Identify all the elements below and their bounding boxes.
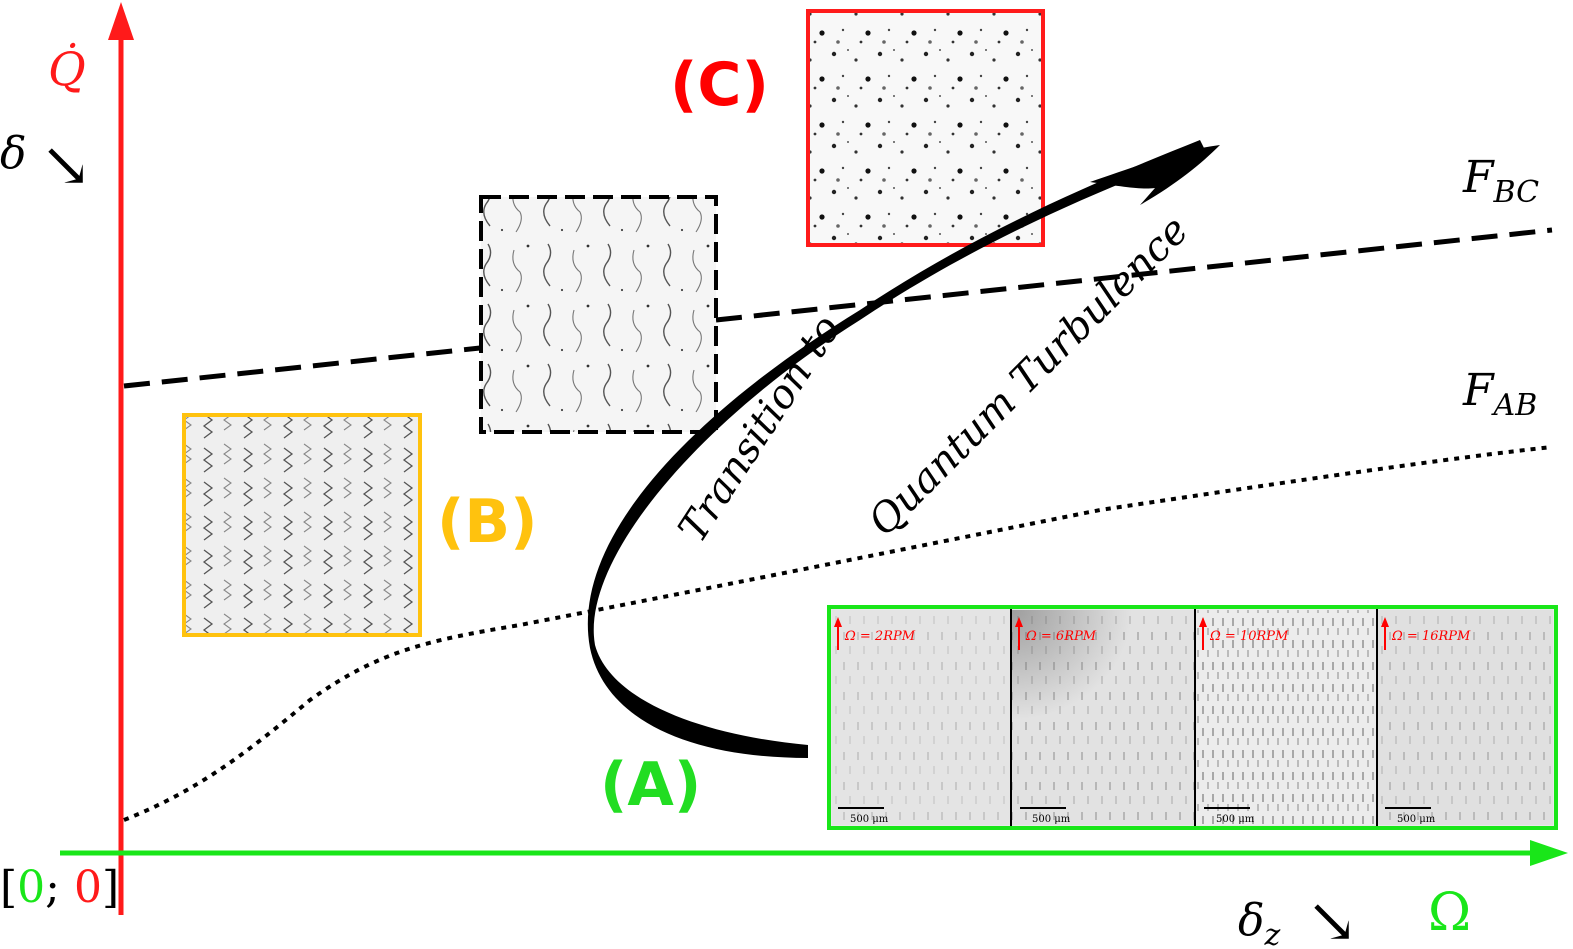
panel-a-4-omega: Ω = 16RPM [1391, 629, 1471, 644]
panel-a-2-omega: Ω = 6RPM [1025, 629, 1097, 644]
panel-a-3-scale: 500 μm [1216, 814, 1255, 825]
panel-a-1-omega: Ω = 2RPM [844, 629, 916, 644]
panel-a-3-omega: Ω = 10RPM [1209, 629, 1289, 644]
regime-b-image [182, 413, 422, 637]
fab-label: FAB [1462, 365, 1537, 423]
origin-label: [0; 0] [0, 862, 119, 913]
regime-b-label: (B) [437, 487, 538, 557]
x-axis-delta: δz [1238, 895, 1281, 949]
transition-text-2: Quantum Turbulence [860, 207, 1198, 545]
fbc-label: FBC [1462, 152, 1539, 210]
panel-a-3 [1196, 610, 1376, 825]
y-axis [108, 2, 134, 915]
transition-arrowhead [1090, 145, 1220, 205]
panel-a-1 [832, 610, 1010, 825]
panel-a-2 [1012, 610, 1194, 825]
panel-a-4-scale: 500 μm [1397, 814, 1436, 825]
panel-a-1-scale: 500 μm [850, 814, 889, 825]
omega-arrow-icon [834, 617, 1389, 650]
regime-a-label: (A) [600, 750, 701, 820]
regime-a-image: Ω = 2RPM Ω = 6RPM Ω = 10RPM Ω = 16RPM 50… [827, 605, 1558, 830]
fbc-curve [123, 227, 1553, 389]
regime-c-label: (C) [670, 50, 769, 120]
y-axis-delta: δ [0, 128, 27, 179]
boundary-bc-image [479, 195, 718, 434]
regime-c-image [806, 9, 1045, 247]
panel-a-2-scale: 500 μm [1032, 814, 1071, 825]
x-axis-symbol: Ω [1428, 883, 1471, 943]
x-axis [60, 840, 1568, 866]
fab-curve [123, 445, 1553, 822]
y-axis-symbol: Q̇ [48, 42, 86, 96]
x-axis-arrow: ↘ [1306, 884, 1358, 949]
panel-a-4 [1378, 610, 1553, 825]
svg-text:Quantum Turbulence: Quantum Turbulence [860, 207, 1198, 545]
y-axis-arrow: ↘ [40, 128, 92, 201]
